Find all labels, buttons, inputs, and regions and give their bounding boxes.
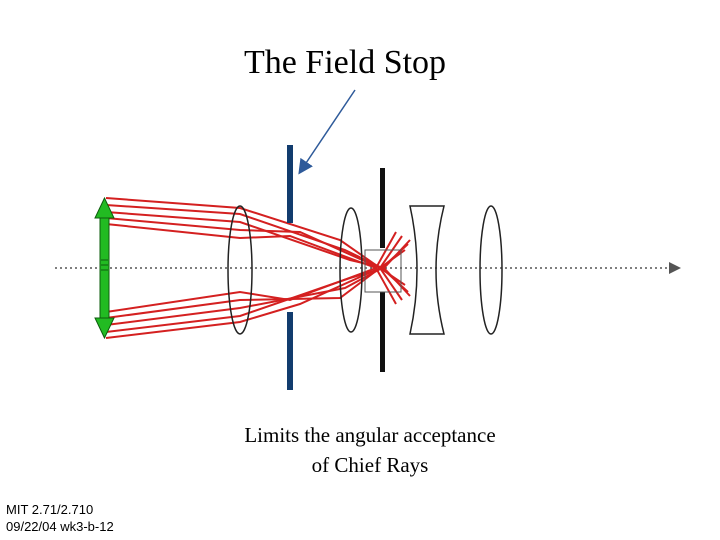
- caption-line-1: Limits the angular acceptance: [244, 423, 496, 447]
- caption: Limits the angular acceptance of Chief R…: [195, 420, 545, 480]
- footer-course: MIT 2.71/2.710: [6, 502, 94, 517]
- aperture-stop-upper: [380, 168, 385, 248]
- lens-3-diverging: [409, 205, 445, 335]
- ray-bundle: [105, 197, 411, 339]
- field-stop-pointer-arrow: [298, 89, 356, 175]
- lens-2: [339, 207, 363, 333]
- lens-1: [227, 205, 253, 335]
- footer: MIT 2.71/2.710 09/22/04 wk3-b-12: [6, 501, 114, 535]
- ray: [105, 223, 397, 305]
- field-stop-upper: [287, 145, 293, 223]
- aperture-stop-lower: [380, 292, 385, 372]
- ray: [105, 239, 411, 333]
- object-arrow: [94, 196, 115, 340]
- ray: [105, 235, 403, 339]
- lens-4: [479, 205, 503, 335]
- caption-line-2: of Chief Rays: [311, 453, 429, 477]
- slide-title: The Field Stop: [243, 44, 447, 81]
- aperture-opening-box: [364, 249, 402, 293]
- footer-date-code: 09/22/04 wk3-b-12: [6, 519, 114, 534]
- ray: [105, 231, 397, 313]
- field-stop-lower: [287, 312, 293, 390]
- ray: [105, 211, 411, 297]
- ray: [105, 217, 403, 301]
